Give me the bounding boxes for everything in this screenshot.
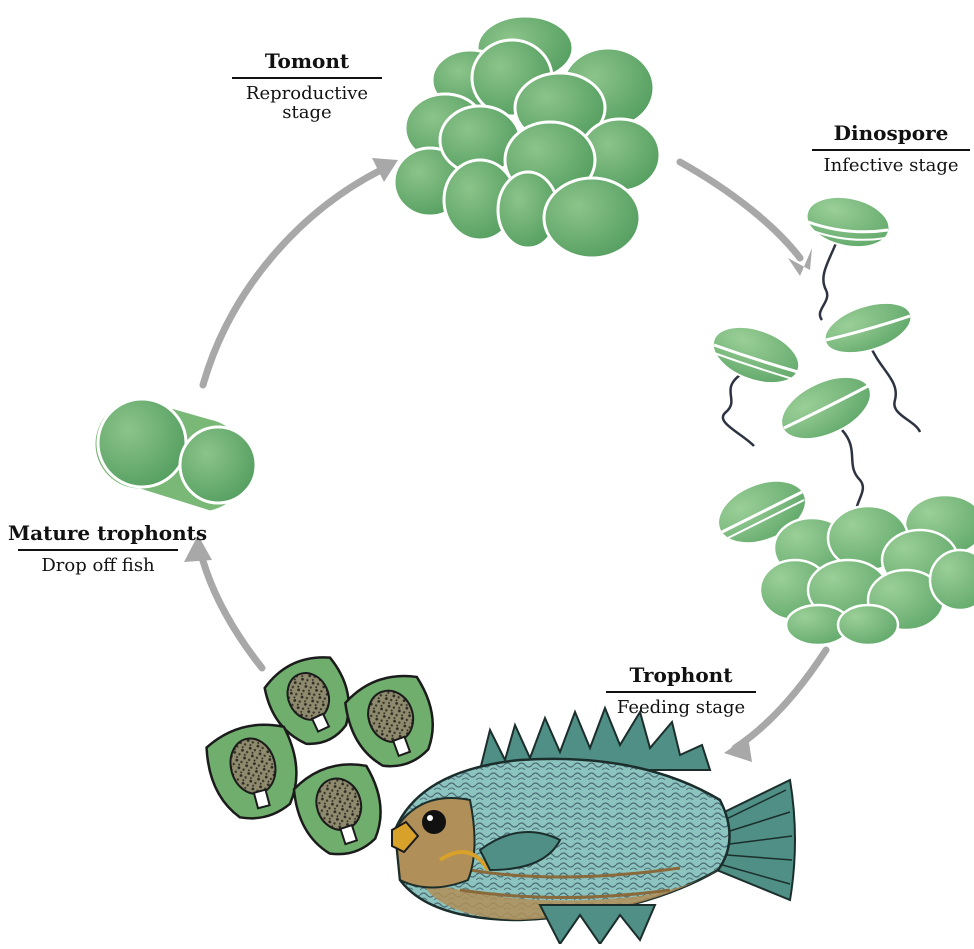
cycle-arrows <box>200 162 826 748</box>
label-tomont: Tomont Reproductive stage <box>232 50 382 122</box>
trophont-cell-2 <box>339 667 446 778</box>
fish-anal-fin <box>540 905 655 944</box>
trophont-title: Trophont <box>606 664 756 686</box>
tomont-divider <box>232 77 382 79</box>
arrow-trophont-to-mature <box>200 550 262 668</box>
tomont-cell-cluster <box>394 16 660 258</box>
mature-title: Mature trophonts <box>8 522 188 544</box>
mature-divider <box>18 549 178 551</box>
dinospore-group <box>705 190 920 555</box>
arrow-maturetrophont-to-tomont <box>203 168 385 385</box>
dinospore-divider <box>812 149 970 151</box>
dinospore-1 <box>802 190 894 320</box>
dinospore-title: Dinospore <box>812 122 970 144</box>
fish-eye <box>422 810 446 834</box>
tomont-title: Tomont <box>232 50 382 72</box>
dinospore-desc: Infective stage <box>812 156 970 175</box>
mature-trophont-cell <box>94 398 256 512</box>
label-mature-trophonts: Mature trophonts Drop off fish <box>8 522 188 575</box>
fish-illustration <box>392 708 795 944</box>
tomont-desc-line2: stage <box>232 103 382 122</box>
tomont-desc-line1: Reproductive <box>232 84 382 103</box>
trophont-divider <box>606 691 756 693</box>
mature-desc: Drop off fish <box>8 556 188 575</box>
trophont-desc: Feeding stage <box>606 698 756 717</box>
trophont-cell-4 <box>288 755 393 864</box>
arrow-tomont-to-dinospore <box>680 162 800 258</box>
label-trophont: Trophont Feeding stage <box>606 664 756 717</box>
label-dinospore: Dinospore Infective stage <box>812 122 970 175</box>
